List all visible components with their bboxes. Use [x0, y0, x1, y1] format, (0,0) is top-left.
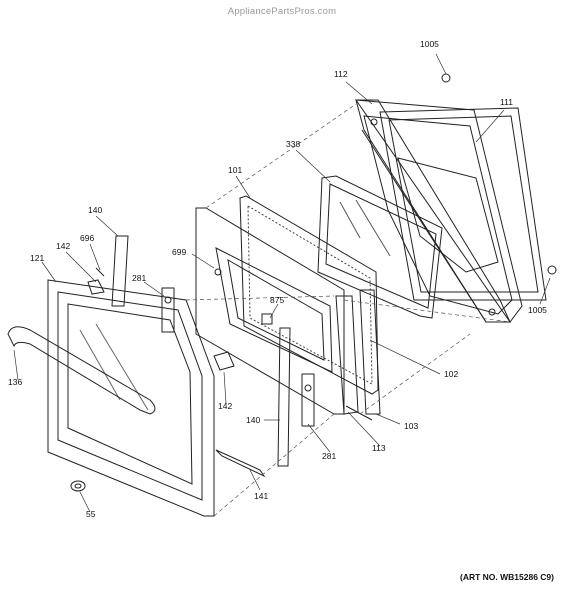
- leader-lines: [13, 53, 551, 513]
- callout-142-top: 142: [56, 241, 71, 251]
- callout-696: 696: [80, 233, 95, 243]
- callout-699: 699: [172, 247, 187, 257]
- callout-112: 112: [334, 69, 348, 79]
- callout-55: 55: [86, 509, 96, 519]
- callout-140-bottom: 140: [246, 415, 261, 425]
- part-338-inner-glass: [317, 175, 443, 319]
- callout-111: 111: [500, 97, 513, 107]
- watermark-text: AppliancePartsPros.com: [227, 6, 337, 17]
- part-699-inner-door-frame: [195, 207, 345, 415]
- callout-121: 121: [30, 253, 45, 263]
- callout-141: 141: [254, 491, 269, 501]
- part-101-insulation-panel: [239, 195, 379, 395]
- callout-281-top: 281: [132, 273, 147, 283]
- callout-281-bottom: 281: [322, 451, 337, 461]
- part-141-bottom-trim: [215, 449, 266, 478]
- art-number: (ART NO. WB15286 C9): [460, 572, 554, 582]
- callout-1005-top: 1005: [420, 39, 439, 49]
- callout-136: 136: [8, 377, 23, 387]
- callout-338: 338: [286, 139, 301, 149]
- part-102-103-113-side-trims: [335, 289, 381, 421]
- alignment-dashes: [185, 103, 511, 517]
- part-112-inner-door-liner: [354, 99, 523, 323]
- part-121-outer-door-panel: [47, 279, 215, 517]
- part-875-hinge-pin: [261, 313, 273, 325]
- callout-1005-right: 1005: [528, 305, 547, 315]
- callout-142-bottom: 142: [218, 401, 233, 411]
- callout-103: 103: [404, 421, 419, 431]
- part-140-hinge-brackets: [111, 235, 291, 467]
- callout-113: 113: [372, 443, 386, 453]
- part-111-door-gasket: [379, 107, 547, 301]
- callout-140-top: 140: [88, 205, 103, 215]
- part-281-hinges: [161, 287, 315, 427]
- callout-875: 875: [270, 295, 285, 305]
- part-55-door-foot: [70, 480, 86, 492]
- part-136-door-handle: [7, 326, 156, 415]
- callout-102: 102: [444, 369, 459, 379]
- callout-101: 101: [228, 165, 243, 175]
